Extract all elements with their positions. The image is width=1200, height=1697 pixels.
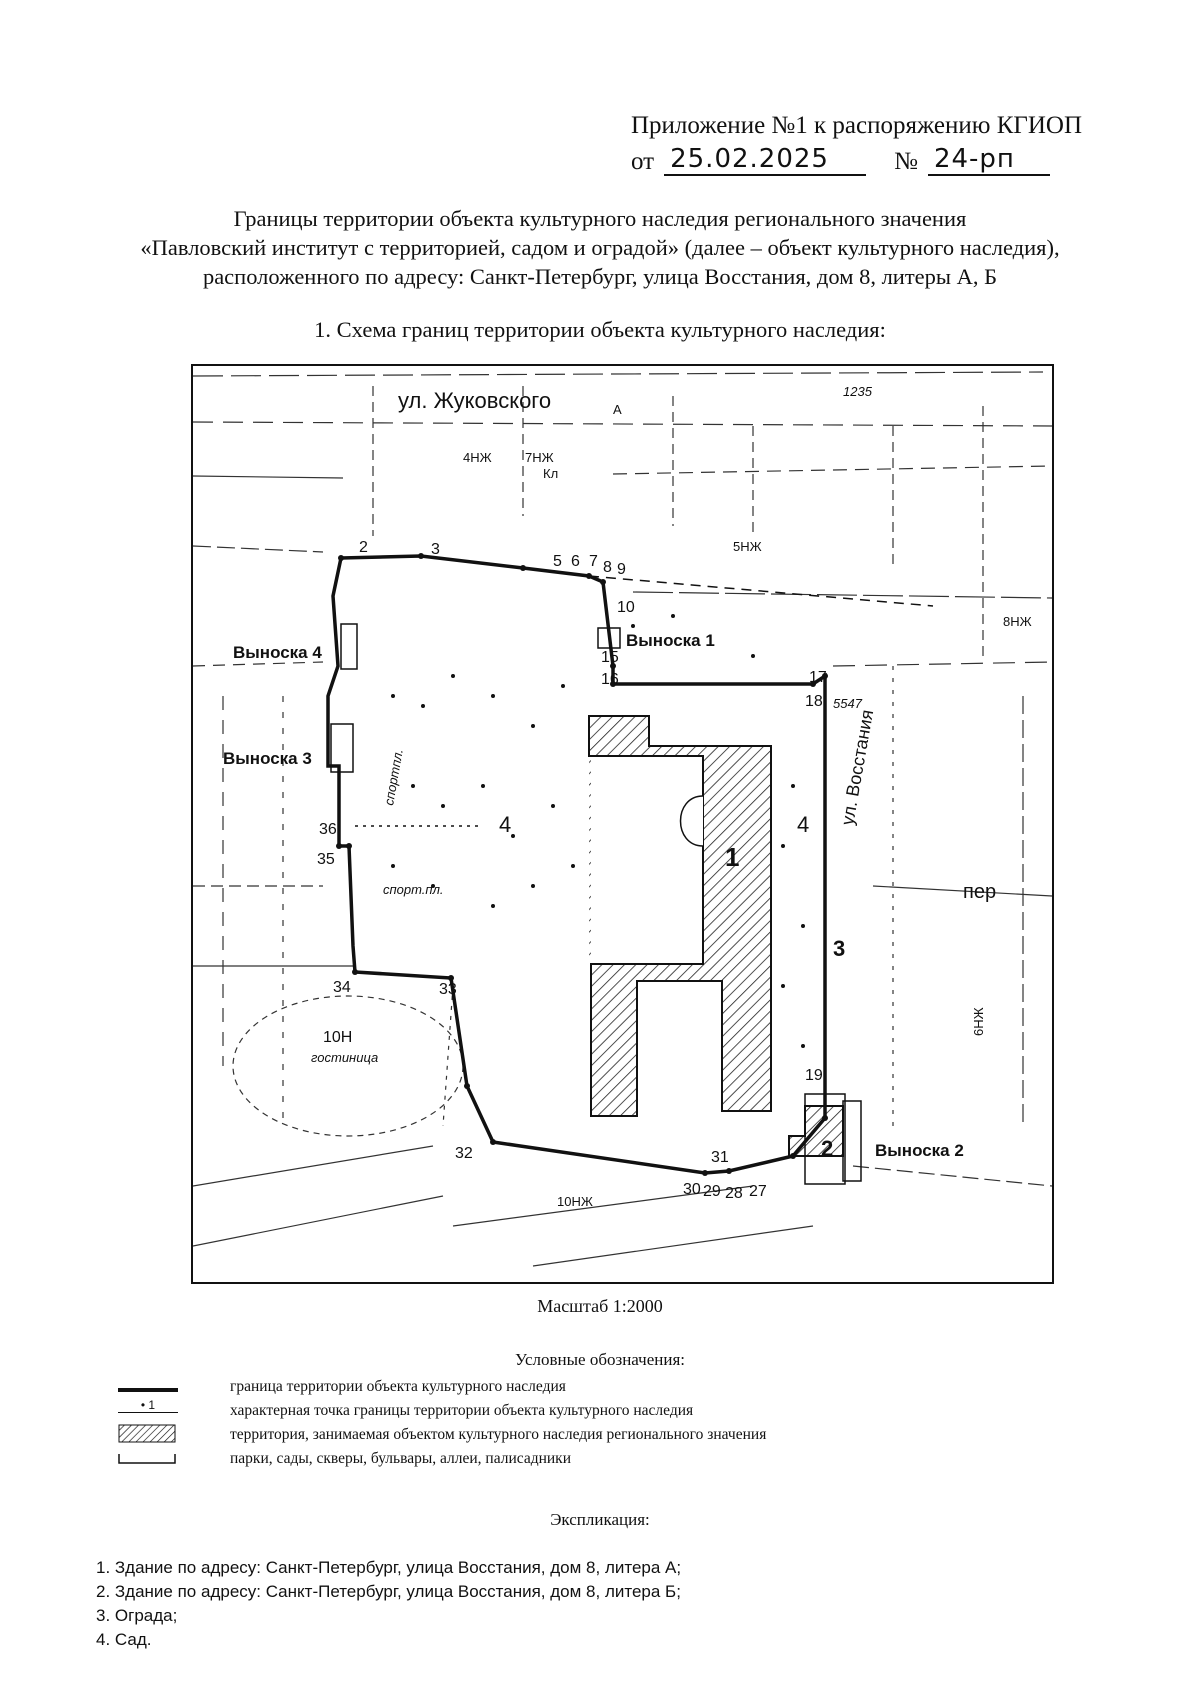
point-symbol: • 1 (118, 1398, 178, 1413)
sports-ground-label-2: спортпл. (381, 748, 406, 807)
street-zhukovskogo-label: ул. Жуковского (398, 388, 551, 413)
park-symbol (118, 1450, 178, 1471)
label-10nzh: 10НЖ (557, 1194, 593, 1209)
territory-boundary (326, 554, 827, 1175)
point-7: 7 (589, 553, 598, 570)
point-36: 36 (319, 821, 337, 838)
document-title: Границы территории объекта культурного н… (60, 204, 1140, 291)
label-5547: 5547 (833, 696, 863, 711)
legend-item-point: характерная точка границы территории объ… (230, 1402, 694, 1419)
point-35: 35 (317, 851, 335, 868)
map-scale: Масштаб 1:2000 (537, 1296, 663, 1316)
point-9: 9 (617, 561, 626, 578)
hatch-symbol (118, 1424, 178, 1449)
point-34: 34 (333, 979, 351, 996)
label-7nzh: 7НЖ (525, 450, 554, 465)
legend-item-parks: парки, сады, скверы, бульвары, аллеи, па… (230, 1450, 572, 1467)
label-a: А (613, 402, 622, 417)
explication-item-1: 1. Здание по адресу: Санкт-Петербург, ул… (96, 1558, 682, 1577)
point-6: 6 (571, 553, 580, 570)
label-5nzh: 5НЖ (733, 539, 762, 554)
label-1235: 1235 (843, 384, 873, 399)
label-8nzh: 8НЖ (1003, 614, 1032, 629)
label-6nzh: 6НЖ (971, 1007, 986, 1036)
callout-2-label: Выноска 2 (875, 1141, 964, 1160)
title-line-2: «Павловский институт с территорией, садо… (140, 235, 1060, 260)
boundary-line-symbol (118, 1388, 178, 1392)
legend-item-territory: территория, занимаемая объектом культурн… (230, 1426, 767, 1443)
label-kl: Кл (543, 466, 558, 481)
title-line-3: расположенного по адресу: Санкт-Петербур… (202, 264, 998, 289)
part-4-label-left: 4 (499, 812, 511, 837)
scheme-heading: 1. Схема границ территории объекта культ… (314, 317, 886, 342)
appendix-line: Приложение №1 к распоряжению КГИОП (630, 112, 1082, 139)
callout-4-label: Выноска 4 (233, 643, 322, 662)
order-number: 24-рп (927, 144, 1050, 176)
appendix-header: Приложение №1 к распоряжению КГИОП от 25… (631, 112, 1082, 176)
callout-3-label: Выноска 3 (223, 749, 312, 768)
point-symbol-number: 1 (148, 1398, 156, 1412)
boundary-map: ул. Жуковского ул. Восстания пер Выноска… (191, 364, 1054, 1284)
legend-item-boundary: граница территории объекта культурного н… (230, 1378, 566, 1395)
order-date: 25.02.2025 (664, 144, 867, 176)
garden-marks (391, 614, 805, 1048)
point-3: 3 (431, 541, 440, 558)
explication-item-4: 4. Сад. (96, 1630, 152, 1649)
explication-item-2: 2. Здание по адресу: Санкт-Петербург, ул… (96, 1582, 681, 1601)
explication-title: Экспликация: (550, 1510, 650, 1529)
point-19: 19 (805, 1067, 823, 1084)
appendix-date-row: от 25.02.2025 № 24-рп (631, 144, 1082, 176)
callout-boxes (330, 623, 846, 1185)
street-vosstaniya-label: ул. Восстания (837, 708, 877, 827)
point-5: 5 (553, 553, 562, 570)
building-10n-label: 10Н (323, 1029, 352, 1046)
point-8: 8 (603, 559, 612, 576)
sports-ground-label-1: спорт.пл. (383, 882, 444, 897)
point-16: 16 (601, 671, 619, 688)
point-18: 18 (805, 693, 823, 710)
point-33: 33 (439, 981, 457, 998)
part-1-label: 1 (725, 842, 739, 872)
point-10: 10 (617, 599, 635, 616)
point-2: 2 (359, 539, 368, 556)
title-line-1: Границы территории объекта культурного н… (233, 206, 967, 231)
background-buildings (192, 371, 1053, 1267)
part-3-label: 3 (833, 936, 845, 961)
point-27: 27 (749, 1183, 767, 1200)
point-31: 31 (711, 1149, 729, 1166)
point-29: 29 (703, 1183, 721, 1200)
boundary-points: 2 3 5 6 7 8 9 10 15 16 17 18 19 27 28 29… (317, 539, 827, 1202)
point-30: 30 (683, 1181, 701, 1198)
lane-label: пер (963, 881, 996, 903)
explication-item-3: 3. Ограда; (96, 1606, 178, 1625)
building-1 (588, 715, 772, 1117)
map-drawing: ул. Жуковского ул. Восстания пер Выноска… (192, 371, 1053, 1267)
label-4nzh: 4НЖ (463, 450, 492, 465)
number-label: № (894, 148, 918, 175)
from-label: от (630, 148, 655, 175)
point-32: 32 (455, 1145, 473, 1162)
hotel-outline (232, 995, 464, 1137)
point-symbol-dot: • (140, 1398, 146, 1412)
legend-title: Условные обозначения: (514, 1350, 686, 1369)
callout-1-label: Выноска 1 (626, 631, 715, 650)
part-2-label: 2 (821, 1136, 833, 1161)
point-28: 28 (725, 1185, 743, 1202)
part-4-label-right: 4 (797, 812, 809, 837)
map-misc-labels: спорт.пл. спортпл. гостиница 10Н 5НЖ 4НЖ… (311, 384, 1032, 1209)
point-15: 15 (601, 649, 619, 666)
hotel-label: гостиница (311, 1050, 378, 1065)
